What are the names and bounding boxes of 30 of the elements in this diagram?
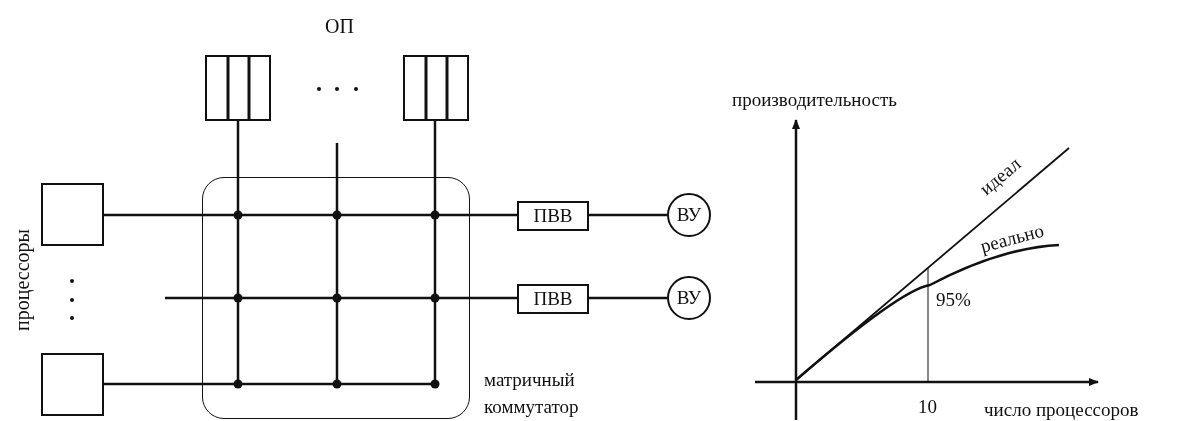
- io-processor-box: [517, 201, 589, 231]
- connector-line: [335, 143, 339, 177]
- device-label: ВУ: [676, 287, 702, 309]
- connector-line: [589, 213, 667, 217]
- connector-line: [165, 296, 202, 300]
- line-label: реально: [978, 220, 1046, 256]
- connector-line: [433, 121, 437, 177]
- memory-module-box: [403, 55, 469, 121]
- connector-line: [470, 296, 517, 300]
- tick-label: 10: [918, 397, 937, 416]
- connector-line: [589, 296, 667, 300]
- device-label: ВУ: [676, 204, 702, 226]
- connector-line: [236, 121, 240, 177]
- axis-title: число процессоров: [984, 400, 1139, 419]
- io-processor-box: [517, 284, 589, 314]
- axis-title: производительность: [732, 90, 897, 109]
- processor-box: [41, 353, 104, 416]
- connector-line: [470, 213, 517, 217]
- device-circle: [667, 193, 711, 237]
- connector-line: [104, 382, 202, 386]
- memory-label: ОП: [325, 16, 354, 36]
- memory-module-box: [205, 55, 271, 121]
- processors-label: процессоры: [12, 229, 32, 331]
- switch-caption: матричный коммутатор: [484, 368, 580, 419]
- connector-line: [104, 213, 202, 217]
- processor-box: [41, 183, 104, 246]
- device-circle: [667, 276, 711, 320]
- io-processor-label: ПВВ: [533, 288, 573, 310]
- io-processor-label: ПВВ: [533, 205, 573, 227]
- value-label: 95%: [936, 290, 971, 309]
